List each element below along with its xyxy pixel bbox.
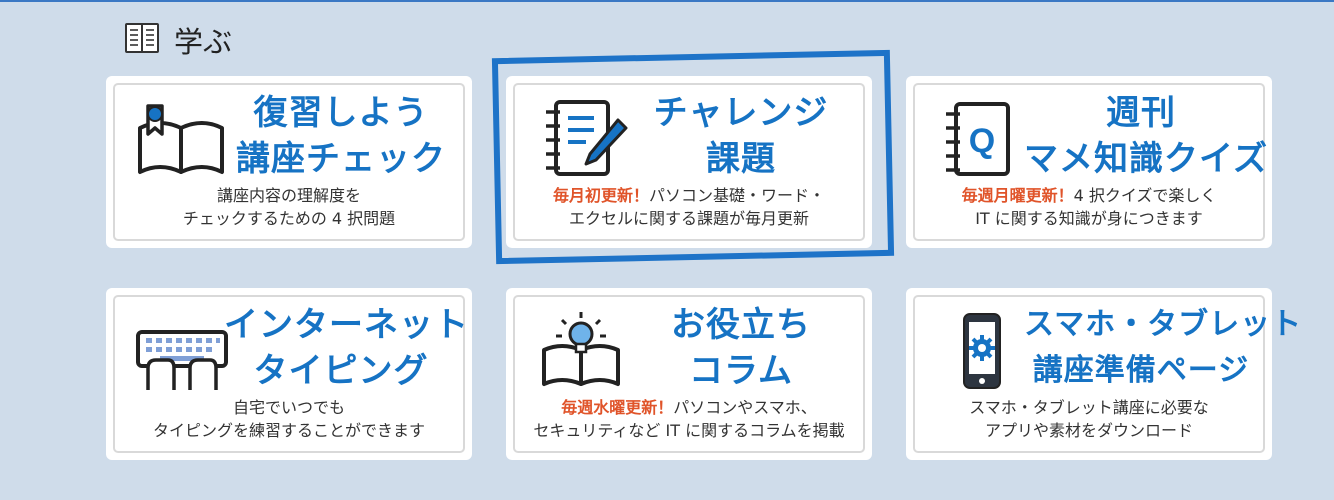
open-book-ribbon-icon	[134, 98, 230, 180]
book-icon	[124, 21, 160, 59]
section-header: 学ぶ	[124, 21, 233, 59]
card-frame	[513, 83, 865, 241]
section-title: 学ぶ	[174, 25, 233, 59]
card-description: 毎週水曜更新！パソコンやスマホ、 セキュリティなど IT に関するコラムを掲載	[533, 398, 845, 440]
notebook-pen-icon	[534, 98, 630, 180]
card-frame	[513, 295, 865, 453]
card-title: お役立ち コラム	[671, 305, 811, 391]
card-title: インターネット タイピング	[224, 305, 469, 391]
card-internet-typing[interactable]: インターネット タイピング 自宅でいつでも タイピングを練習することができます	[106, 288, 472, 460]
card-smartphone-tablet[interactable]: スマホ・タブレット 講座準備ページ スマホ・タブレット講座に必要な アプリや素材…	[906, 288, 1303, 460]
lightbulb-book-icon	[534, 310, 630, 392]
quiz-notebook-icon: Q	[934, 98, 1030, 180]
svg-text:Q: Q	[969, 122, 995, 160]
card-title: スマホ・タブレット 講座準備ページ	[1024, 307, 1303, 388]
card-title: チャレンジ 課題	[653, 93, 829, 179]
card-weekly-quiz[interactable]: Q 週刊 マメ知識クイズ 毎週月曜更新！4 択クイズで楽しく IT に関する知識…	[906, 76, 1272, 248]
card-frame	[113, 83, 465, 241]
smartphone-gear-icon	[934, 310, 1030, 392]
card-challenge[interactable]: チャレンジ 課題 毎月初更新！パソコン基礎・ワード・ エクセルに関する課題が毎月…	[506, 76, 872, 248]
card-description: 自宅でいつでも タイピングを練習することができます	[152, 398, 425, 440]
card-review-check[interactable]: 復習しよう 講座チェック 講座内容の理解度を チェックするための 4 択問題	[106, 76, 472, 248]
card-title: 週刊 マメ知識クイズ	[1024, 93, 1268, 179]
card-description: スマホ・タブレット講座に必要な アプリや素材をダウンロード	[969, 398, 1209, 440]
card-description: 毎月初更新！パソコン基礎・ワード・ エクセルに関する課題が毎月更新	[552, 186, 826, 228]
card-frame	[913, 295, 1265, 453]
card-frame	[113, 295, 465, 453]
top-border	[0, 0, 1334, 2]
card-useful-column[interactable]: お役立ち コラム 毎週水曜更新！パソコンやスマホ、 セキュリティなど IT に関…	[506, 288, 872, 460]
card-description: 毎週月曜更新！4 択クイズで楽しく IT に関する知識が身につきます	[961, 186, 1217, 228]
card-description: 講座内容の理解度を チェックするための 4 択問題	[182, 186, 396, 228]
keyboard-hands-icon	[134, 310, 230, 392]
card-title: 復習しよう 講座チェック	[236, 93, 446, 179]
card-frame	[913, 83, 1265, 241]
